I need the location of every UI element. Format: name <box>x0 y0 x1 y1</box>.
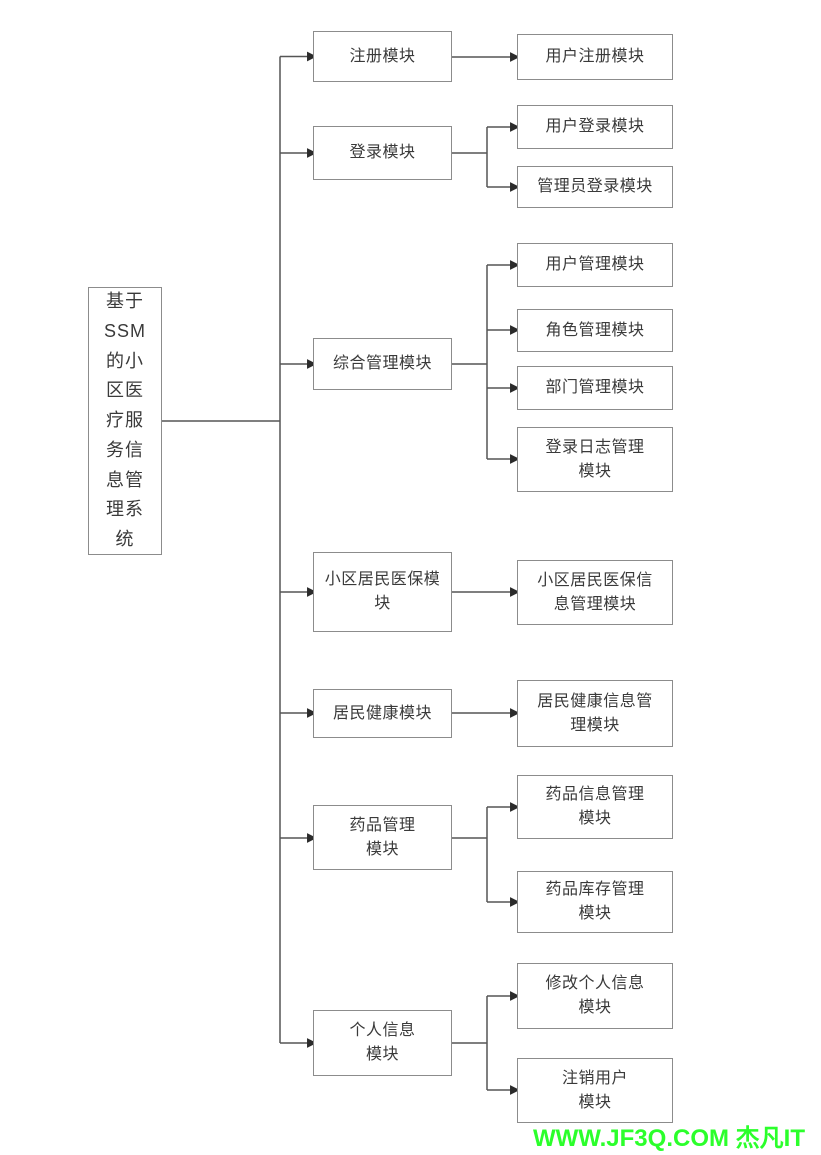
node-register-module: 注册模块 <box>313 31 452 82</box>
node-drug-management-module: 药品管理 模块 <box>313 805 452 870</box>
node-role-management-module: 角色管理模块 <box>517 309 673 352</box>
watermark-text: WWW.JF3Q.COM 杰凡IT <box>533 1125 805 1152</box>
node-user-management-module: 用户管理模块 <box>517 243 673 287</box>
node-department-management-module: 部门管理模块 <box>517 366 673 410</box>
node-resident-health-info-management-module: 居民健康信息管 理模块 <box>517 680 673 747</box>
node-login-module: 登录模块 <box>313 126 452 180</box>
node-drug-inventory-management-module: 药品库存管理 模块 <box>517 871 673 933</box>
node-personal-info-module: 个人信息 模块 <box>313 1010 452 1076</box>
node-system-root: 基于 SSM 的小 区医 疗服 务信 息管 理系 统 <box>88 287 162 555</box>
node-login-log-management-module: 登录日志管理 模块 <box>517 427 673 492</box>
node-user-register-module: 用户注册模块 <box>517 34 673 80</box>
node-drug-info-management-module: 药品信息管理 模块 <box>517 775 673 839</box>
node-medical-insurance-info-management-module: 小区居民医保信 息管理模块 <box>517 560 673 625</box>
node-deactivate-user-module: 注销用户 模块 <box>517 1058 673 1123</box>
node-resident-health-module: 居民健康模块 <box>313 689 452 738</box>
node-edit-personal-info-module: 修改个人信息 模块 <box>517 963 673 1029</box>
node-resident-medical-insurance-module: 小区居民医保模 块 <box>313 552 452 632</box>
node-admin-login-module: 管理员登录模块 <box>517 166 673 208</box>
node-comprehensive-management-module: 综合管理模块 <box>313 338 452 390</box>
node-user-login-module: 用户登录模块 <box>517 105 673 149</box>
